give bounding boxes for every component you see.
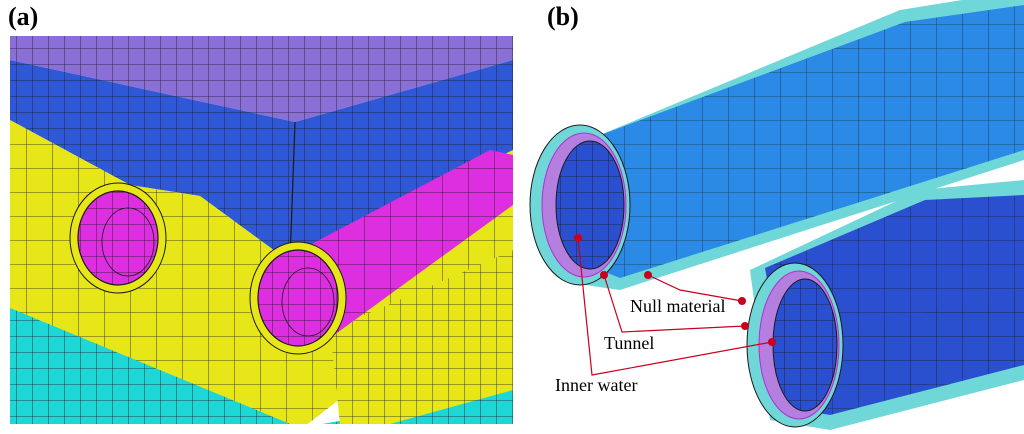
inner-water-label: Inner water xyxy=(555,375,638,395)
inner-water-marker xyxy=(574,234,582,242)
left-tunnel-opening xyxy=(69,182,167,294)
callout-leaders xyxy=(577,237,773,376)
inner-water-marker-2 xyxy=(768,338,776,346)
callout-markers xyxy=(574,234,776,346)
panel-a-label: (a) xyxy=(8,2,39,31)
lower-tunnel xyxy=(746,180,1024,430)
tunnel-leader xyxy=(603,274,746,333)
tunnel-label: Tunnel xyxy=(604,333,655,353)
null-material-marker-2 xyxy=(738,297,746,305)
panel-a-mesh xyxy=(10,36,513,424)
tunnel-marker-2 xyxy=(741,322,749,330)
null-material-leader xyxy=(647,274,743,302)
right-tunnel-opening xyxy=(249,241,347,355)
null-material-label: Null material xyxy=(630,296,726,316)
upper-tunnel xyxy=(529,0,1024,290)
inner-water-leader xyxy=(577,237,773,376)
null-material-marker xyxy=(644,271,652,279)
panel-b-tunnels xyxy=(529,0,1024,430)
panel-b-label: (b) xyxy=(547,2,579,31)
tunnel-marker xyxy=(600,271,608,279)
